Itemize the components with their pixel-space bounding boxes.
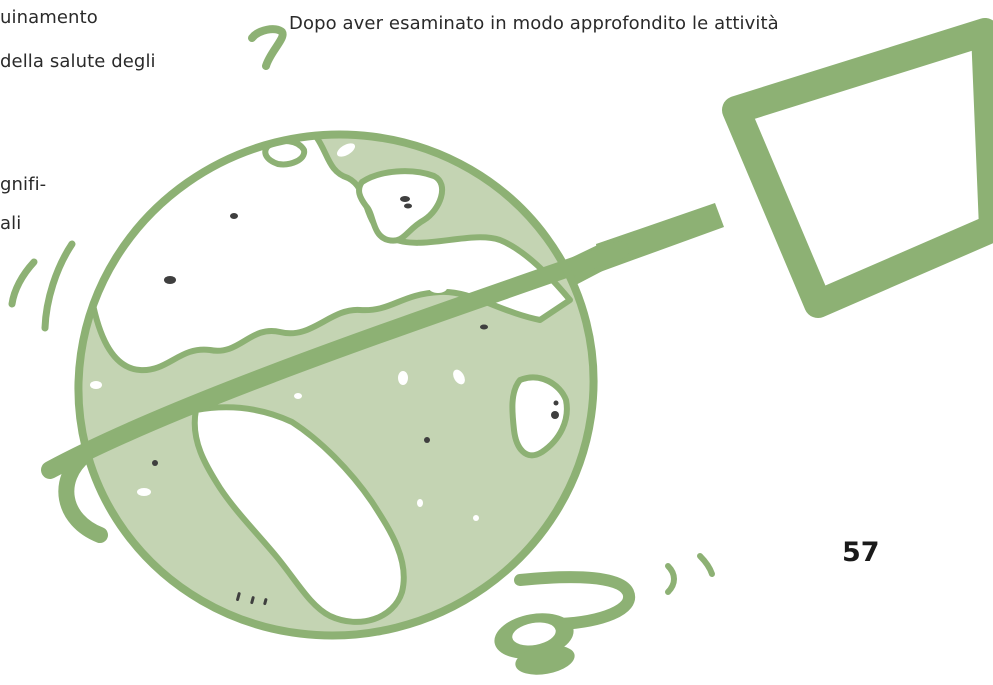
motion-line-icon [41,240,76,332]
motion-line-icon [8,258,38,308]
magnifying-glass-icon [556,6,993,332]
globe-icon [41,119,629,640]
text-fragment-1: uinamento [0,7,98,28]
stethoscope-icon [494,571,635,675]
column-text-line: Dopo aver esaminato in modo approfondito… [289,13,779,34]
page-number: 57 [842,537,880,568]
motion-line-icon [697,553,715,577]
text-fragment-2: della salute degli [0,51,156,72]
motion-line-icon [665,563,677,595]
decorative-swirl-icon [248,25,287,70]
text-fragment-3: gnifi- [0,174,47,195]
text-fragment-4: ali [0,213,22,234]
